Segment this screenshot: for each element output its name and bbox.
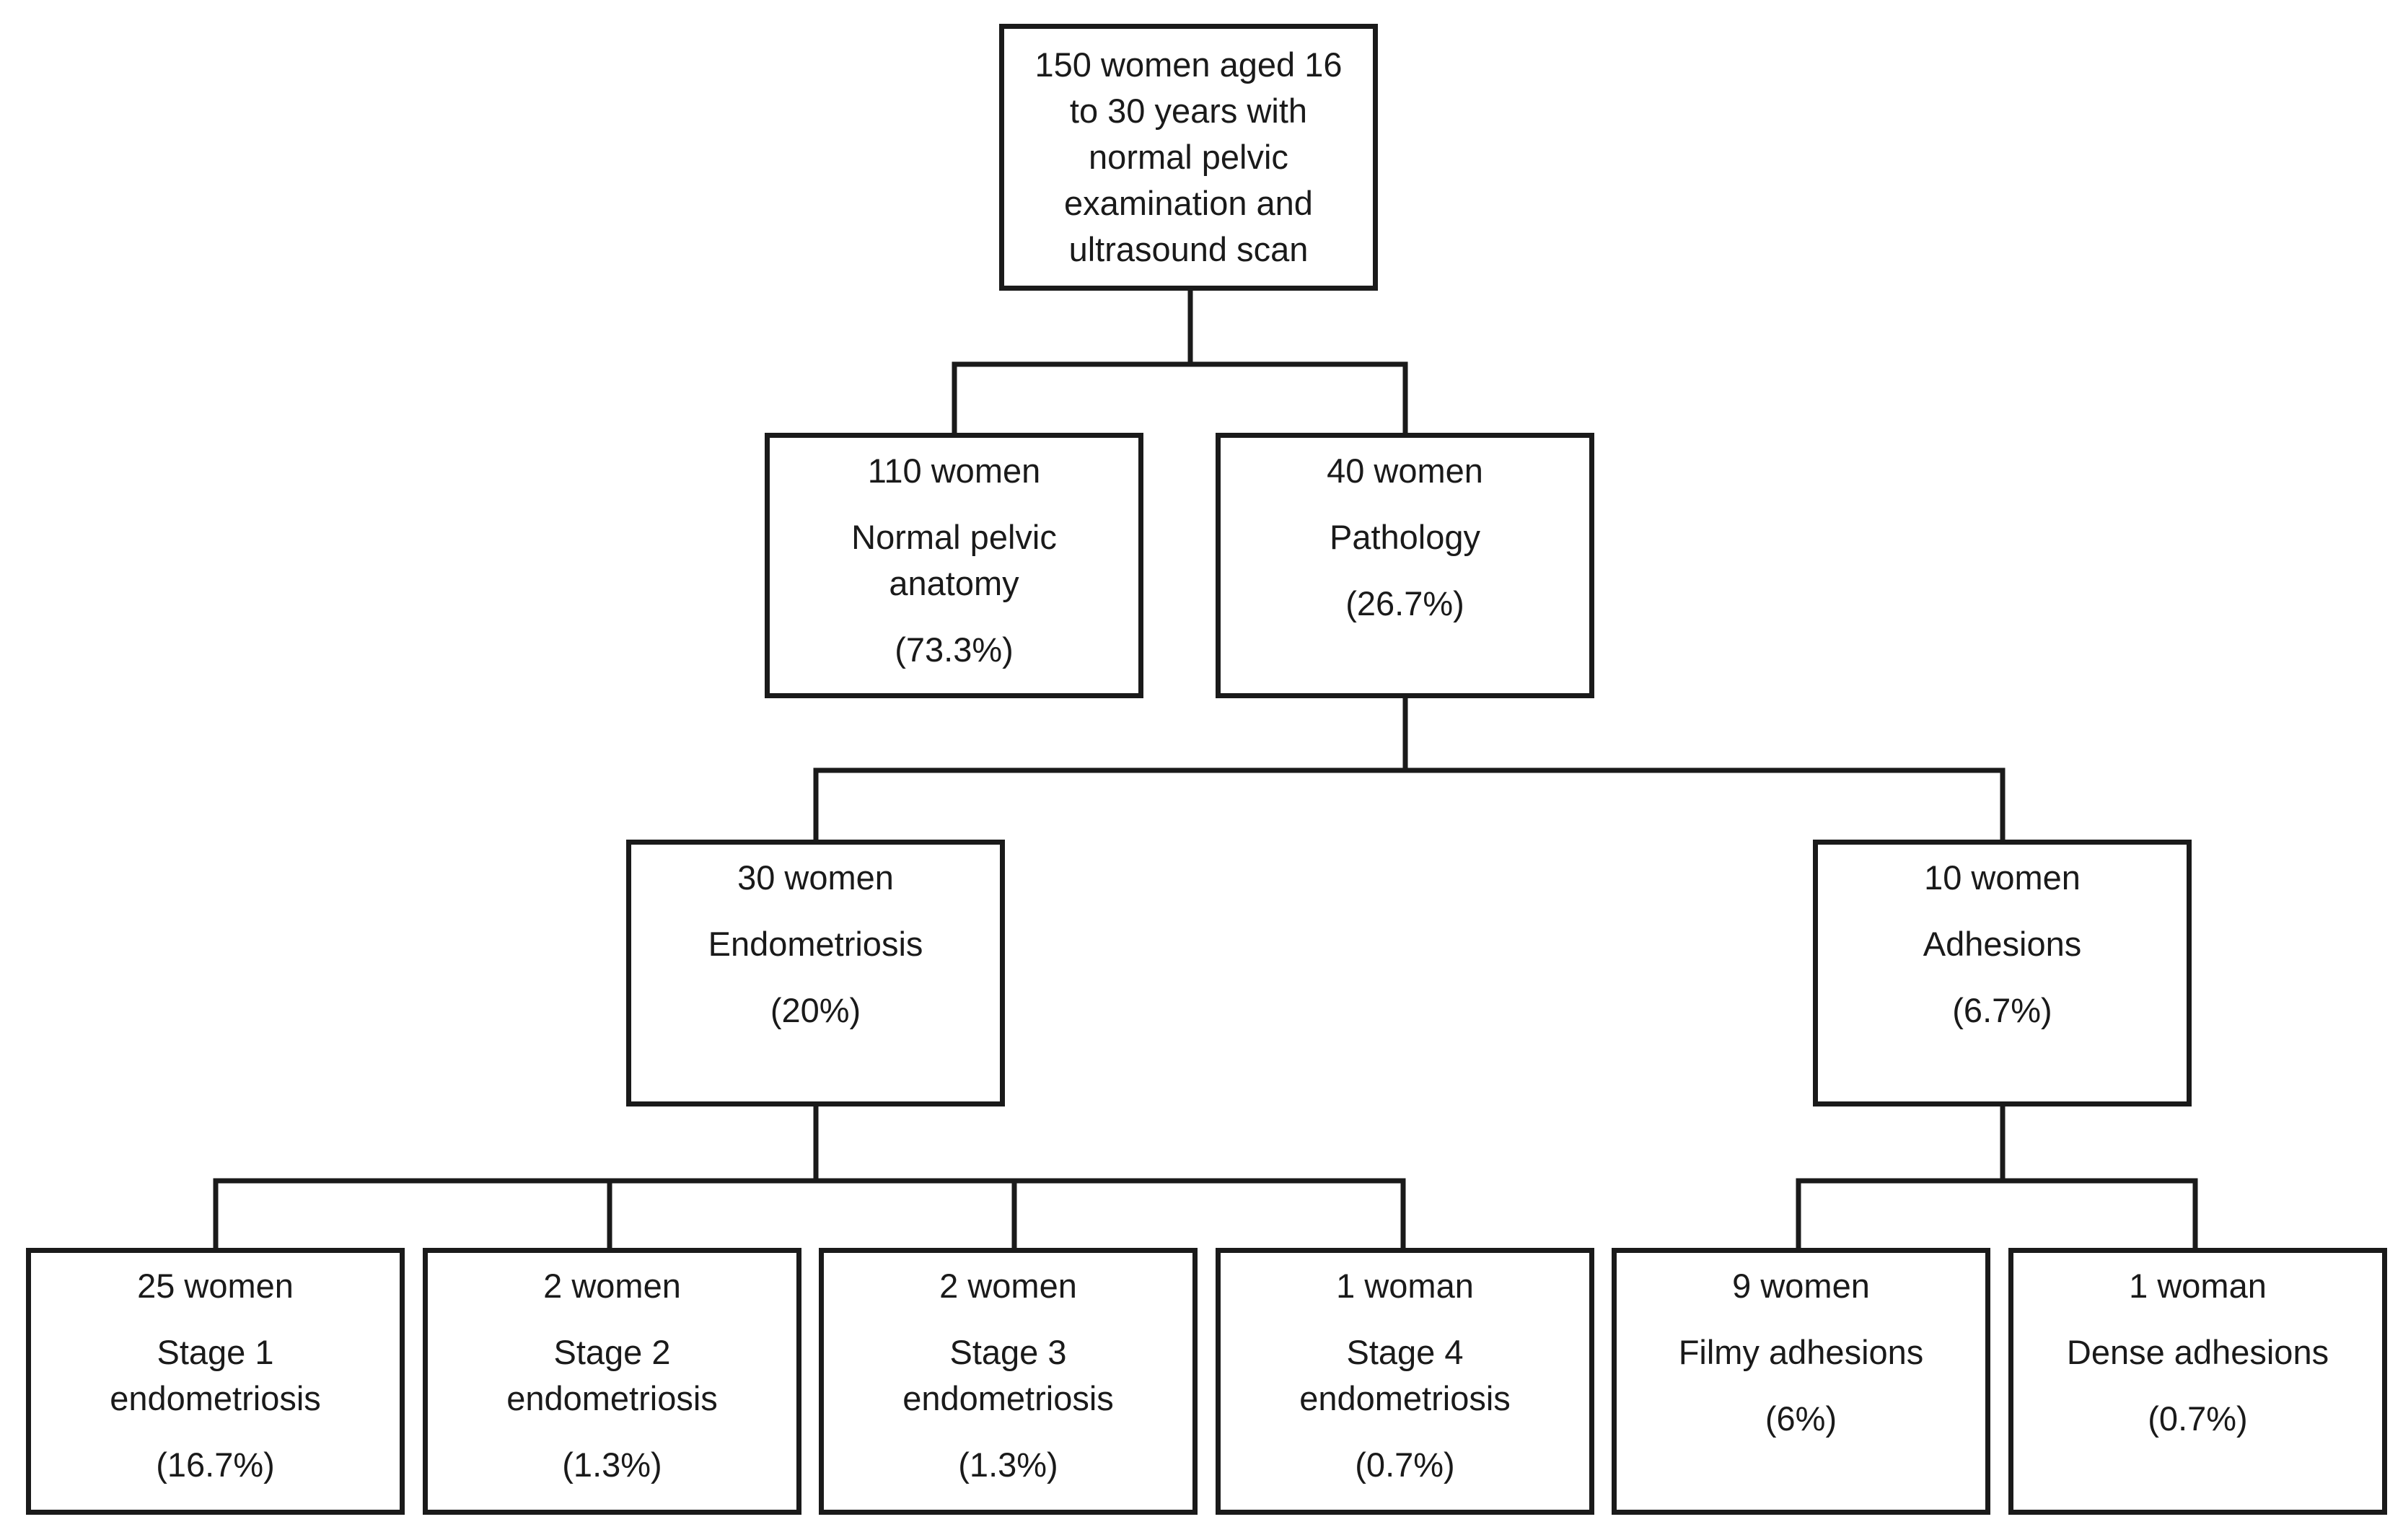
node-count: 1 woman [1336,1267,1474,1305]
node-label: Stage 3 [949,1333,1067,1371]
stage3-endometriosis-node: 2 women Stage 3 endometriosis (1.3%) [819,1248,1198,1515]
root-text-line: 150 women aged 16 [1034,45,1343,84]
node-percent: (6.7%) [1952,991,2052,1029]
node-percent: (20%) [770,991,861,1029]
node-label: endometriosis [506,1379,718,1417]
node-label: Adhesions [1923,925,2082,963]
stage1-endometriosis-node: 25 women Stage 1 endometriosis (16.7%) [26,1248,405,1515]
root-text-line: ultrasound scan [1068,230,1309,268]
node-count: 9 women [1732,1267,1870,1305]
node-label: endometriosis [902,1379,1114,1417]
root-text-line: examination and [1064,184,1313,222]
node-label: Pathology [1329,518,1481,556]
node-count: 30 women [737,858,894,897]
node-label: Dense adhesions [2066,1333,2329,1371]
stage2-endometriosis-node: 2 women Stage 2 endometriosis (1.3%) [423,1248,801,1515]
node-percent: (0.7%) [1355,1446,1455,1484]
node-count: 25 women [137,1267,294,1305]
node-label: endometriosis [1299,1379,1511,1417]
node-count: 2 women [939,1267,1077,1305]
node-percent: (0.7%) [2148,1399,2248,1438]
node-percent: (16.7%) [156,1446,275,1484]
node-count: 40 women [1327,452,1483,490]
adhesions-node: 10 women Adhesions (6.7%) [1813,840,2192,1106]
node-label: Filmy adhesions [1678,1333,1924,1371]
node-count: 10 women [1924,858,2081,897]
node-percent: (6%) [1765,1399,1837,1438]
node-percent: (26.7%) [1345,584,1464,622]
node-label: Normal pelvic [851,518,1057,556]
pathology-node: 40 women Pathology (26.7%) [1216,433,1594,698]
filmy-adhesions-node: 9 women Filmy adhesions (6%) [1612,1248,1990,1515]
node-percent: (1.3%) [562,1446,662,1484]
root-node: 150 women aged 16 to 30 years with norma… [999,24,1378,291]
stage4-endometriosis-node: 1 woman Stage 4 endometriosis (0.7%) [1216,1248,1594,1515]
node-percent: (73.3%) [895,630,1014,669]
node-percent: (1.3%) [958,1446,1058,1484]
root-text-line: normal pelvic [1089,138,1288,176]
dense-adhesions-node: 1 woman Dense adhesions (0.7%) [2008,1248,2387,1515]
root-text-line: to 30 years with [1069,92,1308,130]
node-label: endometriosis [110,1379,321,1417]
node-count: 2 women [543,1267,681,1305]
node-count: 1 woman [2129,1267,2267,1305]
normal-anatomy-node: 110 women Normal pelvic anatomy (73.3%) [765,433,1143,698]
node-label: anatomy [889,564,1019,602]
node-label: Endometriosis [708,925,923,963]
node-label: Stage 2 [553,1333,671,1371]
node-label: Stage 1 [157,1333,274,1371]
node-label: Stage 4 [1346,1333,1464,1371]
endometriosis-node: 30 women Endometriosis (20%) [626,840,1005,1106]
node-count: 110 women [867,452,1041,490]
